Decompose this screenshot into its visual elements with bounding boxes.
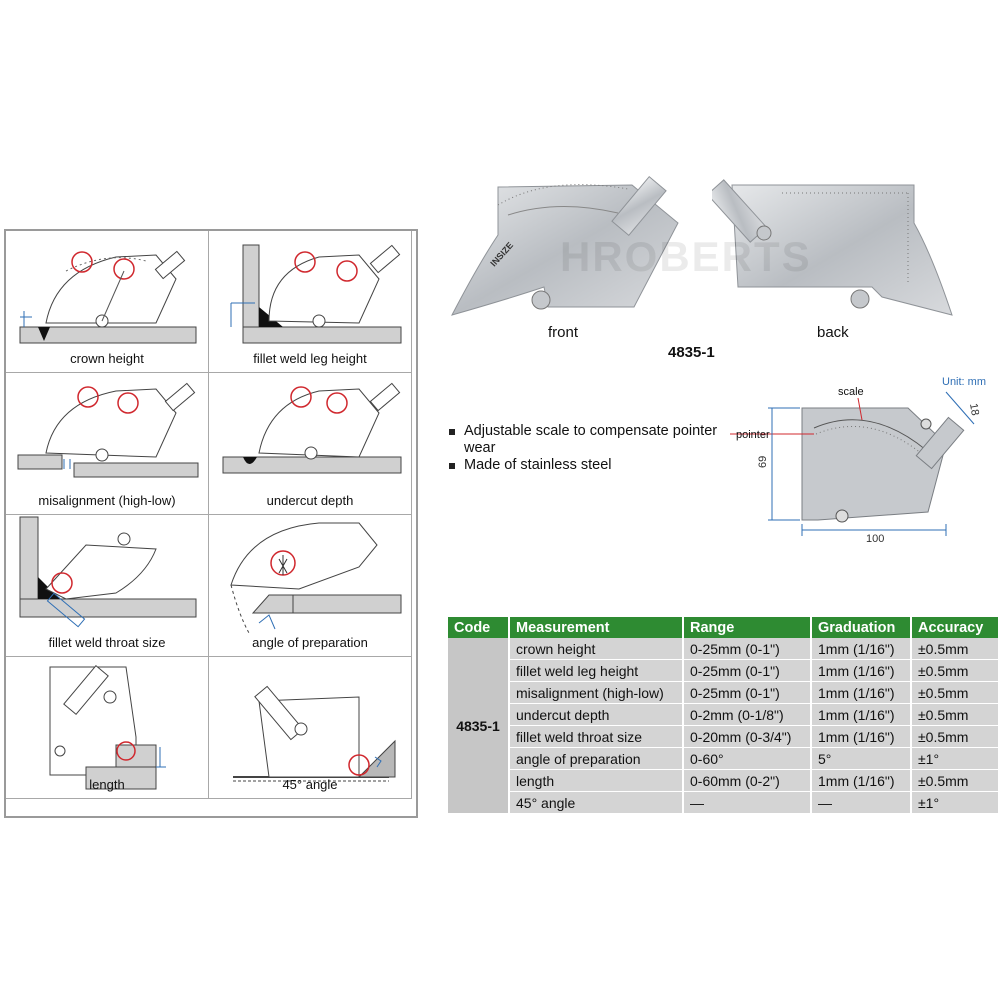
feature-item: Adjustable scale to compensate pointer w… [449,423,729,457]
pointer-label: pointer [736,429,770,441]
gauge-back-photo [712,179,953,316]
usage-caption: fillet weld throat size [48,635,166,650]
usage-caption: angle of preparation [252,635,368,650]
range-cell: 0-25mm (0-1") [683,659,812,682]
measurement-cell: fillet weld leg height [509,659,684,682]
usage-cell-undercut: undercut depth [209,373,412,515]
header-accuracy: Accuracy [911,617,1000,638]
range-cell: 0-60° [683,747,812,770]
usage-caption: fillet weld leg height [253,351,367,366]
usage-caption: 45° angle [282,777,338,792]
feature-list: Adjustable scale to compensate pointer w… [449,423,729,474]
range-cell: 0-20mm (0-3/4") [683,725,812,748]
measurement-cell: 45° angle [509,791,684,814]
measurement-cell: fillet weld throat size [509,725,684,748]
header-range: Range [683,617,812,638]
usage-caption: length [89,777,125,792]
accuracy-cell: ±1° [911,791,1000,814]
usage-cell-crown-height: crown height [6,231,209,373]
range-cell: 0-25mm (0-1") [683,681,812,704]
usage-cell-fillet-leg: fillet weld leg height [209,231,412,373]
accuracy-cell: ±0.5mm [911,681,1000,704]
back-label: back [817,324,849,341]
graduation-cell: 1mm (1/16") [811,725,912,748]
graduation-cell: 1mm (1/16") [811,638,912,660]
scale-label: scale [838,386,864,398]
gauge-front-photo: INSIZE [451,176,679,316]
undercut-diagram [222,382,402,474]
range-cell: — [683,791,812,814]
usage-cell-length: length [6,657,209,799]
feature-item: Made of stainless steel [449,457,729,474]
usage-cell-45-angle: 45° angle [209,657,412,799]
angle-45-diagram [233,685,396,782]
header-measurement: Measurement [509,617,684,638]
angle-prep-diagram [230,522,402,634]
code-cell: 4835-1 [448,638,510,814]
crown-height-diagram [19,250,197,344]
measurement-cell: crown height [509,638,684,660]
accuracy-cell: ±0.5mm [911,703,1000,726]
spec-table: Code Measurement Range Graduation Accura… [448,617,1000,814]
range-cell: 0-2mm (0-1/8") [683,703,812,726]
accuracy-cell: ±1° [911,747,1000,770]
misalignment-diagram [17,382,199,478]
usage-caption: undercut depth [266,493,354,508]
accuracy-cell: ±0.5mm [911,659,1000,682]
watermark-text: HROBERTS [560,233,812,280]
model-number: 4835-1 [668,344,715,361]
measurement-cell: length [509,769,684,792]
graduation-cell: — [811,791,912,814]
fillet-throat-diagram [19,516,197,628]
front-label: front [548,324,579,341]
table-row: misalignment (high-low)0-25mm (0-1")1mm … [448,681,1000,704]
width-dimension: 100 [866,533,884,544]
accuracy-cell: ±0.5mm [911,725,1000,748]
measurement-cell: undercut depth [509,703,684,726]
usage-caption: crown height [70,351,144,366]
graduation-cell: 1mm (1/16") [811,703,912,726]
table-row: 45° angle——±1° [448,791,1000,814]
graduation-cell: 1mm (1/16") [811,681,912,704]
measurement-cell: angle of preparation [509,747,684,770]
range-cell: 0-25mm (0-1") [683,638,812,660]
graduation-cell: 5° [811,747,912,770]
height-dimension: 69 [757,456,769,468]
unit-label: Unit: mm [942,376,986,388]
header-graduation: Graduation [811,617,912,638]
thickness-dimension: 18 [967,402,981,416]
usage-cell-angle-prep: angle of preparation [209,515,412,657]
table-header-row: Code Measurement Range Graduation Accura… [448,617,1000,638]
measurement-cell: misalignment (high-low) [509,681,684,704]
dimension-drawing: 69 100 18 [730,391,981,544]
usage-caption: misalignment (high-low) [38,493,176,508]
graduation-cell: 1mm (1/16") [811,659,912,682]
usage-cell-misalignment: misalignment (high-low) [6,373,209,515]
accuracy-cell: ±0.5mm [911,769,1000,792]
usage-diagram-grid: crown height fillet weld leg height [4,229,418,818]
graduation-cell: 1mm (1/16") [811,769,912,792]
usage-cell-fillet-throat: fillet weld throat size [6,515,209,657]
fillet-leg-diagram [230,244,402,344]
length-diagram [49,665,166,790]
header-code: Code [448,617,510,638]
range-cell: 0-60mm (0-2") [683,769,812,792]
accuracy-cell: ±0.5mm [911,638,1000,660]
